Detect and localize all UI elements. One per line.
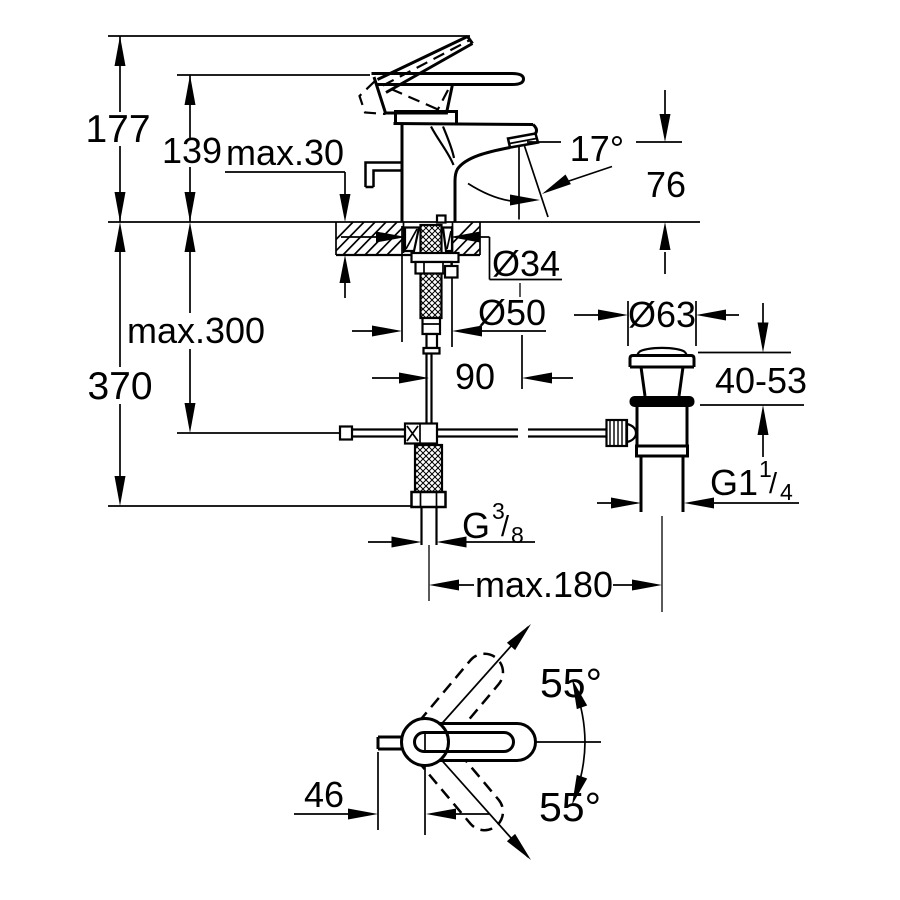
pull-rod-knob (364, 161, 402, 189)
hose-nut-g38 (410, 490, 447, 509)
waste-nut-band (635, 444, 689, 458)
lever-pivot-block (372, 76, 454, 115)
dim-hose-length: max.300 (127, 310, 265, 351)
braided-hose (413, 443, 444, 494)
rod-end-cap (338, 425, 354, 441)
mounting-shank-and-hose (403, 214, 460, 424)
dimension-lines-front (108, 35, 804, 612)
lever-bar (371, 72, 526, 86)
rod-junction (403, 422, 439, 445)
lever-top-view (294, 626, 601, 858)
side-tab (443, 264, 459, 279)
pop-up-waste (605, 346, 696, 512)
dim-swivel-down: 55° (539, 784, 601, 830)
dim-height-to-lever: 139 (162, 130, 222, 171)
dim-swivel-up: 55° (540, 660, 602, 706)
lever-front-stub (376, 735, 403, 751)
dim-total-height: 177 (85, 108, 150, 151)
dim-centers-distance: max.180 (475, 564, 613, 605)
dim-supply-thread: G 3 / 8 (462, 498, 524, 548)
dim-clamping-range: 40-53 (715, 360, 807, 401)
dim-spray-angle: 17° (570, 128, 624, 169)
lever-dashed-up (417, 652, 505, 747)
dim-hole-diameter: Ø34 (492, 243, 560, 284)
rod-clamp-knob (605, 418, 629, 448)
pop-up-pull-rod (425, 353, 433, 424)
mounting-stud (435, 214, 447, 224)
lever-dashed-down (417, 737, 505, 832)
lever-outline-top (437, 722, 537, 762)
pop-up-rod-horizontal (338, 422, 607, 445)
arrowheads (114, 36, 769, 860)
faucet-body (364, 110, 540, 222)
dim-deck-thickness: max.30 (226, 132, 344, 173)
dim-rod-length: 370 (87, 365, 152, 408)
dim-flange-diameter: Ø63 (628, 294, 696, 335)
waste-tailpipe (639, 456, 685, 512)
dim-waste-thread: G1 1 / 4 (710, 456, 793, 505)
supply-hose-lower (410, 443, 447, 545)
lever-raised (376, 35, 474, 94)
lever-handle (358, 35, 526, 116)
dim-lever-offset: 46 (304, 774, 344, 815)
dim-base-diameter: Ø50 (478, 292, 546, 333)
dimension-labels: 177 139 max.30 17° 76 Ø34 Ø50 max.300 37… (85, 108, 807, 830)
dim-spout-reach: 90 (455, 356, 495, 397)
waste-flange (628, 354, 696, 369)
dim-outlet-height: 76 (646, 164, 686, 205)
clamp-washer (410, 251, 460, 264)
lever-inner-outline (413, 731, 515, 753)
waste-o-ring (629, 396, 695, 407)
